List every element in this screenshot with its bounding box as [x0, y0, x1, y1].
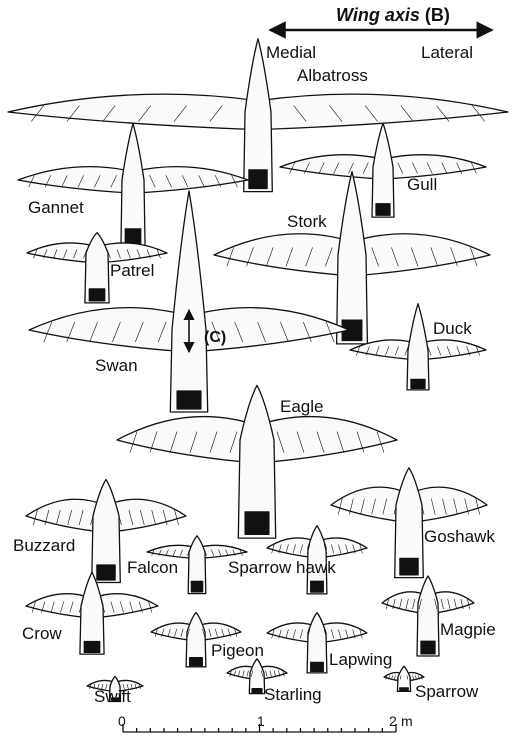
gannet-silhouette	[18, 124, 248, 249]
label-starling: Starling	[264, 686, 322, 703]
magpie-feet	[421, 641, 435, 654]
goshawk-silhouette	[331, 468, 487, 578]
label-sparrow: Sparrow	[415, 683, 478, 700]
label-goshawk: Goshawk	[424, 528, 495, 545]
inset-c-marker: (C)	[204, 330, 226, 346]
sparrow-feet	[400, 688, 408, 691]
scale-tick-1: 1	[257, 713, 265, 729]
label-pigeon: Pigeon	[211, 642, 264, 659]
gull-feet	[376, 204, 390, 215]
duck-silhouette	[350, 304, 486, 390]
wing-axis-text: Wing axis	[336, 5, 420, 25]
duck-feet	[411, 379, 425, 388]
pigeon-feet	[190, 658, 203, 666]
eagle-feet	[245, 512, 269, 534]
label-gull: Gull	[407, 176, 437, 193]
buzzard-feet	[97, 565, 115, 580]
swan-feet	[177, 391, 201, 409]
label-albatross: Albatross	[297, 67, 368, 84]
label-magpie: Magpie	[440, 621, 496, 638]
label-falcon: Falcon	[127, 559, 178, 576]
label-sparrowhawk: Sparrow hawk	[228, 559, 336, 576]
lapwing-feet	[311, 662, 324, 671]
scale-tick-0: 0	[118, 713, 126, 729]
label-swan: Swan	[95, 357, 138, 374]
goshawk-feet	[400, 558, 418, 575]
label-stork: Stork	[287, 213, 327, 230]
patrel-feet	[89, 289, 104, 301]
starling-feet	[252, 689, 262, 693]
crow-feet	[84, 642, 99, 653]
label-buzzard: Buzzard	[13, 537, 75, 554]
albatross-feet	[249, 170, 267, 189]
scale-unit: m	[401, 713, 413, 729]
magpie-silhouette	[382, 576, 474, 656]
label-gannet: Gannet	[28, 199, 84, 216]
stork-body	[337, 172, 368, 344]
lateral-label: Lateral	[421, 44, 473, 61]
label-eagle: Eagle	[280, 398, 323, 415]
wing-axis-title: Wing axis (B)	[336, 6, 450, 24]
label-lapwing: Lapwing	[329, 651, 392, 668]
label-crow: Crow	[22, 625, 62, 642]
label-duck: Duck	[433, 320, 472, 337]
sparrowhawk-feet	[311, 581, 324, 592]
panel-label: (B)	[425, 5, 450, 25]
label-patrel: Patrel	[110, 262, 154, 279]
label-swift: Swift	[94, 688, 131, 705]
duck-body	[407, 304, 429, 390]
falcon-feet	[191, 581, 202, 592]
gull-silhouette	[280, 123, 486, 217]
medial-label: Medial	[266, 44, 316, 61]
swan-body	[170, 191, 207, 412]
gull-body	[372, 123, 394, 217]
scale-tick-2: 2	[389, 713, 397, 729]
